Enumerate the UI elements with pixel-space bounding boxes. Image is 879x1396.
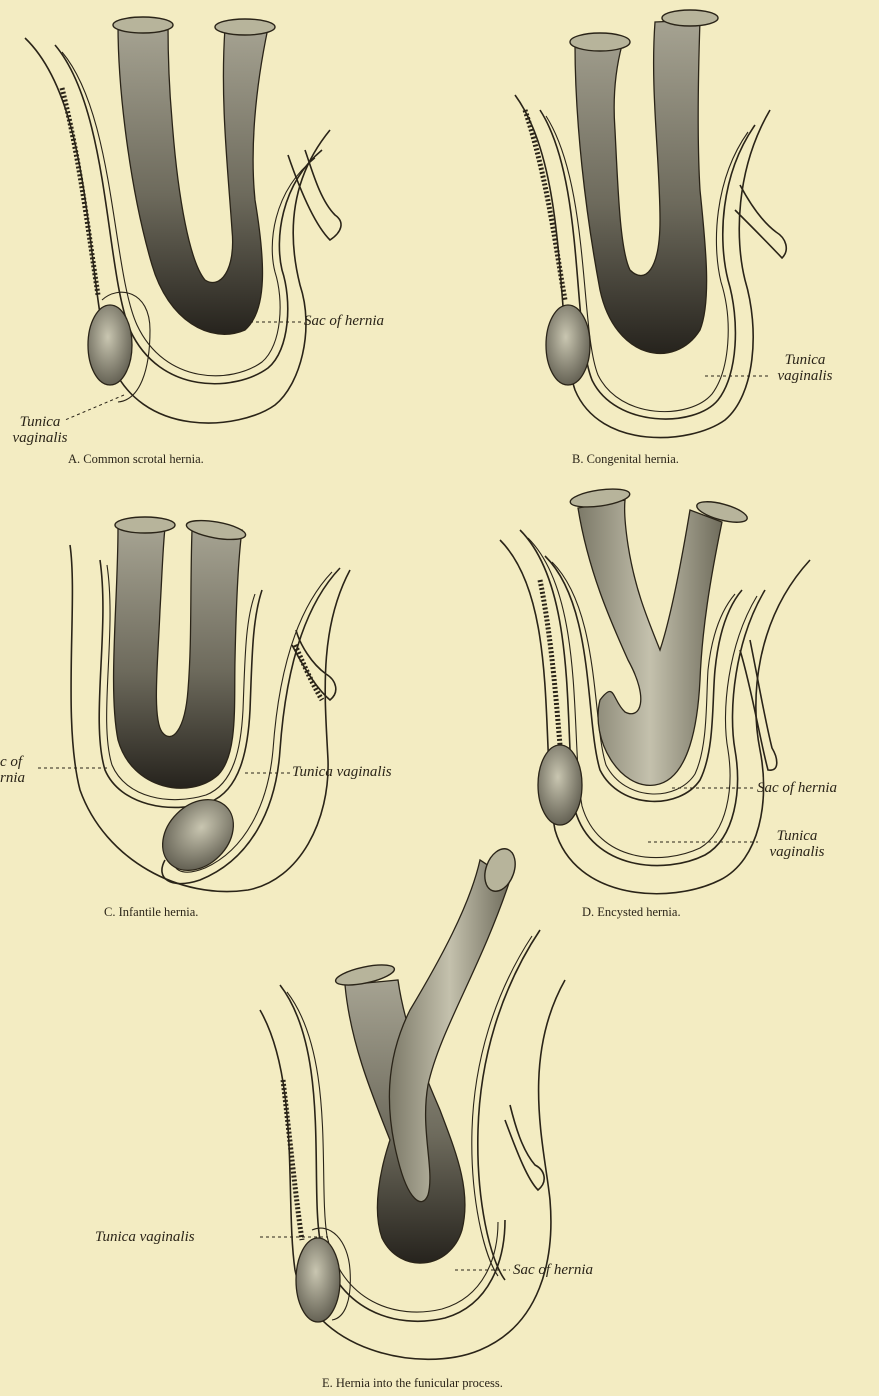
panel-d-hernia-loop xyxy=(578,500,722,785)
panel-b-figure xyxy=(515,10,786,438)
panel-a-tunica-label-line2: vaginalis xyxy=(6,430,74,446)
panel-b-penis xyxy=(735,185,786,258)
panel-d-sac-label: Sac of hernia xyxy=(757,780,837,796)
panel-a-hernia-loop xyxy=(118,25,268,334)
panel-e-tunica-label: Tunica vaginalis xyxy=(95,1229,195,1245)
panel-c-cut-end-left xyxy=(115,517,175,533)
panel-e-caption: E. Hernia into the funicular process. xyxy=(322,1376,503,1391)
panel-a-cut-end-left xyxy=(113,17,173,33)
panel-b-caption: B. Congenital hernia. xyxy=(572,452,679,467)
panel-c-testis xyxy=(149,786,248,885)
panel-d-caption: D. Encysted hernia. xyxy=(582,905,681,920)
panel-a-sac-label: Sac of hernia xyxy=(304,313,384,329)
panel-b-spermatic-cord xyxy=(525,110,565,300)
panel-b-testis xyxy=(546,305,590,385)
panel-d-penis xyxy=(740,640,777,770)
panel-c-caption: C. Infantile hernia. xyxy=(104,905,198,920)
panel-d-tunica-label-line2: vaginalis xyxy=(762,844,832,860)
panel-a-tunica-label-line1: Tunica xyxy=(6,414,74,430)
panel-c-hernia-loop xyxy=(114,528,242,788)
panel-d-tunica-label-line1: Tunica xyxy=(762,828,832,844)
panel-b-tunica-label-line1: Tunica xyxy=(770,352,840,368)
panel-c-figure xyxy=(38,517,350,892)
panel-e-sac-inner xyxy=(472,936,532,1276)
panel-a-cut-end-right xyxy=(215,19,275,35)
panel-a-penis xyxy=(288,150,341,240)
panel-e-spermatic-cord xyxy=(283,1080,302,1240)
panel-b-hernia-loop xyxy=(575,20,707,353)
panel-e-figure xyxy=(260,845,565,1360)
panel-a-testis xyxy=(88,305,132,385)
panel-b-tunica-label-line2: vaginalis xyxy=(770,368,840,384)
panel-e-testis xyxy=(296,1238,340,1322)
panel-a-caption: A. Common scrotal hernia. xyxy=(68,452,204,467)
panel-d-testis xyxy=(538,745,582,825)
panel-b-cut-end-right xyxy=(662,10,718,26)
panel-c-tunica-label: Tunica vaginalis xyxy=(292,764,392,780)
panel-c-sac-label-line1: c of xyxy=(0,754,22,770)
panel-e-penis xyxy=(505,1105,544,1190)
panel-e-sac-outline xyxy=(478,930,540,1280)
panel-c-sac-label-line2: rnia xyxy=(0,770,25,786)
panel-a-figure xyxy=(25,17,341,423)
panel-e-sac-label: Sac of hernia xyxy=(513,1262,593,1278)
panel-b-scrotum-outline xyxy=(515,95,770,438)
panel-b-cut-end-left xyxy=(570,33,630,51)
